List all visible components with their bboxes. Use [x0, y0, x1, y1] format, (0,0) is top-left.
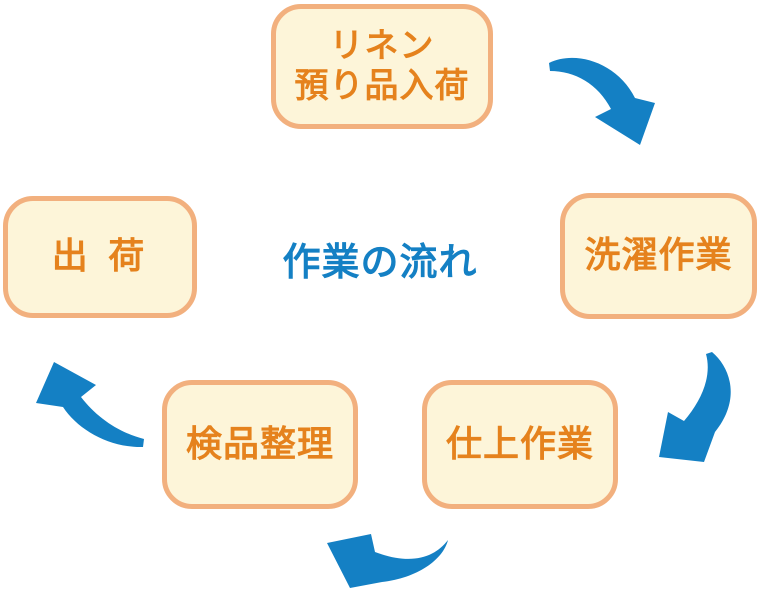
curved-arrow-finishing-to-inspection-icon	[327, 534, 448, 588]
flow-box-finishing-label: 仕上作業	[445, 423, 594, 465]
flow-box-shipping-label: 出 荷	[51, 236, 149, 278]
flow-box-washing-label: 洗濯作業	[584, 235, 733, 277]
flow-box-linen-arrival-line1: リネン	[329, 26, 435, 67]
curved-arrow-path	[36, 362, 144, 448]
curved-arrow-washing-to-finishing-icon	[659, 352, 731, 462]
flow-box-finishing: 仕上作業	[422, 380, 618, 509]
curved-arrow-path	[549, 57, 655, 145]
flow-box-washing: 洗濯作業	[560, 193, 757, 319]
curved-arrow-linen-to-washing-icon	[549, 57, 655, 145]
flow-box-linen-arrival-label: リネン 預り品入荷	[294, 26, 470, 106]
curved-arrow-inspection-to-shipping-icon	[36, 362, 144, 448]
curved-arrow-path	[659, 352, 731, 462]
flow-box-shipping: 出 荷	[3, 196, 197, 318]
flow-box-linen-arrival-line2: 預り品入荷	[294, 65, 470, 106]
flow-box-linen-arrival: リネン 預り品入荷	[271, 4, 493, 129]
diagram-title: 作業の流れ	[282, 240, 478, 284]
flow-box-inspection-label: 検品整理	[185, 423, 334, 465]
curved-arrow-path	[327, 534, 448, 588]
flow-box-inspection: 検品整理	[162, 380, 358, 509]
